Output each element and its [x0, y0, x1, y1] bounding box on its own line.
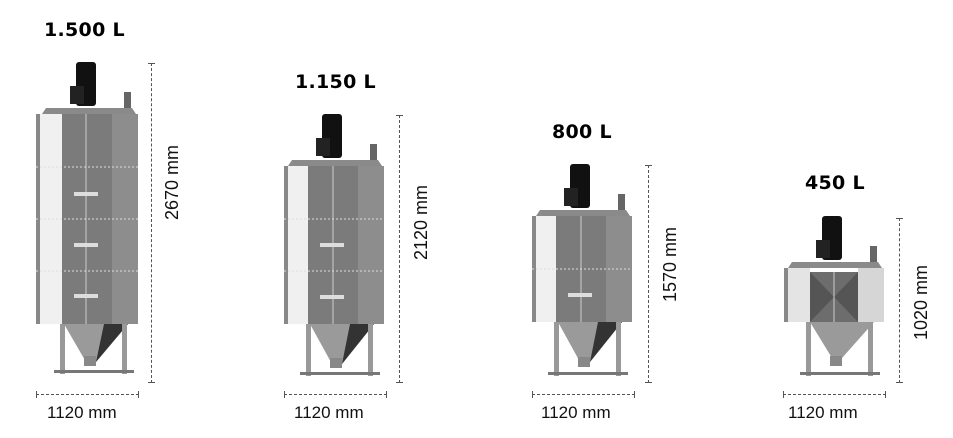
width-label: 1120 mm	[47, 403, 117, 422]
height-dimension-line	[896, 218, 903, 383]
mixer-illustration	[532, 164, 632, 376]
height-label: 2120 mm	[411, 184, 431, 260]
capacity-label: 1.150 L	[295, 71, 376, 93]
height-label: 2670 mm	[162, 144, 182, 220]
capacity-label: 450 L	[805, 172, 865, 194]
width-dimension-line	[532, 391, 635, 398]
capacity-label: 1.500 L	[44, 19, 125, 41]
height-label: 1570 mm	[660, 226, 680, 302]
width-dimension-line	[783, 391, 886, 398]
height-dimension-line	[645, 165, 652, 383]
mixer-illustration	[36, 62, 138, 374]
mixer-illustration	[784, 216, 884, 376]
height-label: 1020 mm	[911, 264, 931, 340]
width-label: 1120 mm	[788, 403, 858, 422]
mixer-illustration	[284, 114, 384, 376]
width-dimension-line	[284, 391, 387, 398]
width-label: 1120 mm	[294, 403, 364, 422]
width-dimension-line	[36, 391, 139, 398]
width-label: 1120 mm	[541, 403, 611, 422]
capacity-label: 800 L	[552, 121, 612, 143]
height-dimension-line	[396, 115, 403, 383]
height-dimension-line	[148, 63, 155, 383]
